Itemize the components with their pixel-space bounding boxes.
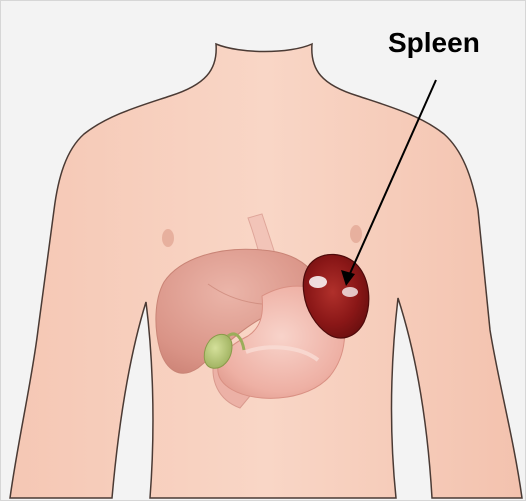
spleen-highlight-1 [309,276,327,288]
right-nipple [350,225,362,243]
spleen-label: Spleen [388,26,480,60]
spleen-highlight-2 [342,287,358,297]
left-nipple [162,229,174,247]
